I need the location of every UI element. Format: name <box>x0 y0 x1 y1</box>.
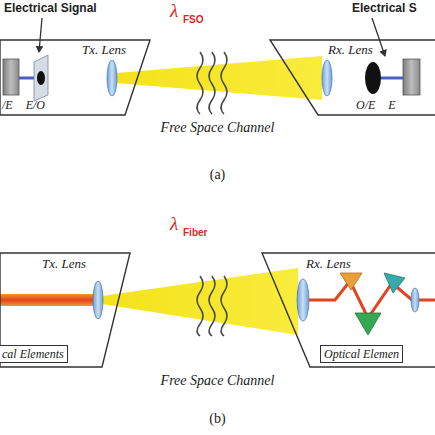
channel-wave <box>221 52 227 114</box>
electrical-line <box>381 77 403 80</box>
rx-lens <box>322 60 332 96</box>
channel-wave <box>197 52 203 114</box>
tx-lens <box>107 60 117 96</box>
prism <box>340 273 362 290</box>
wavelength-symbol: λ <box>170 213 178 235</box>
channel-wave <box>221 276 227 336</box>
optical-elements-box: Optical Elemen <box>320 345 403 363</box>
transceiver-housing: Rx. LensO/E E <box>270 40 435 116</box>
optical-elements-box: cal Elements <box>0 345 68 363</box>
converter-label: O/E E <box>356 98 396 112</box>
channel-wave <box>209 276 215 336</box>
wavelength-symbol: λ <box>170 0 178 22</box>
photodiode <box>365 62 381 94</box>
prism <box>355 313 381 335</box>
collimating-lens <box>411 288 419 312</box>
tx-lens <box>93 281 103 319</box>
channel-wave <box>209 52 215 114</box>
fso-beam-cone <box>102 268 298 335</box>
optical-beam <box>49 76 108 80</box>
lens-label: Rx. Lens <box>328 42 373 57</box>
trapezoid-border <box>0 40 150 115</box>
lens-label: Rx. Lens <box>306 256 351 271</box>
signal-label: Electrical S <box>352 1 417 16</box>
transceiver-housing: Tx. Lens cal Elements <box>0 253 132 368</box>
signal-arrow <box>39 18 42 52</box>
panel-label: (b) <box>0 410 435 427</box>
trapezoid-border <box>270 40 435 115</box>
lens-label: Tx. Lens <box>42 256 86 271</box>
optical-path <box>309 281 435 318</box>
wavelength-subscript: Fiber <box>183 226 207 239</box>
receiver-block <box>403 59 420 95</box>
photodetector-block <box>3 59 19 95</box>
rx-lens <box>297 279 309 321</box>
transceiver-housing: Tx. Lens/E E/O <box>0 40 150 116</box>
signal-label: Electrical Signal <box>4 1 97 16</box>
fso-beam-cone <box>116 56 322 100</box>
transceiver-housing: Rx. LensOptical Elemen <box>262 253 435 368</box>
fiber-beam <box>0 294 94 306</box>
channel-label: Free Space Channel <box>0 119 435 136</box>
lens-label: Tx. Lens <box>82 42 126 57</box>
channel-label: Free Space Channel <box>0 372 435 389</box>
channel-wave <box>197 276 203 336</box>
optical-beam <box>332 76 366 80</box>
trapezoid-border <box>262 253 435 367</box>
panel-label: (a) <box>0 166 435 183</box>
modulator-dot <box>37 71 45 85</box>
modulator-slab <box>34 55 48 101</box>
converter-label: /E E/O <box>2 98 45 112</box>
signal-arrow <box>372 18 385 56</box>
prism <box>384 273 405 293</box>
wavelength-subscript: FSO <box>183 13 204 26</box>
